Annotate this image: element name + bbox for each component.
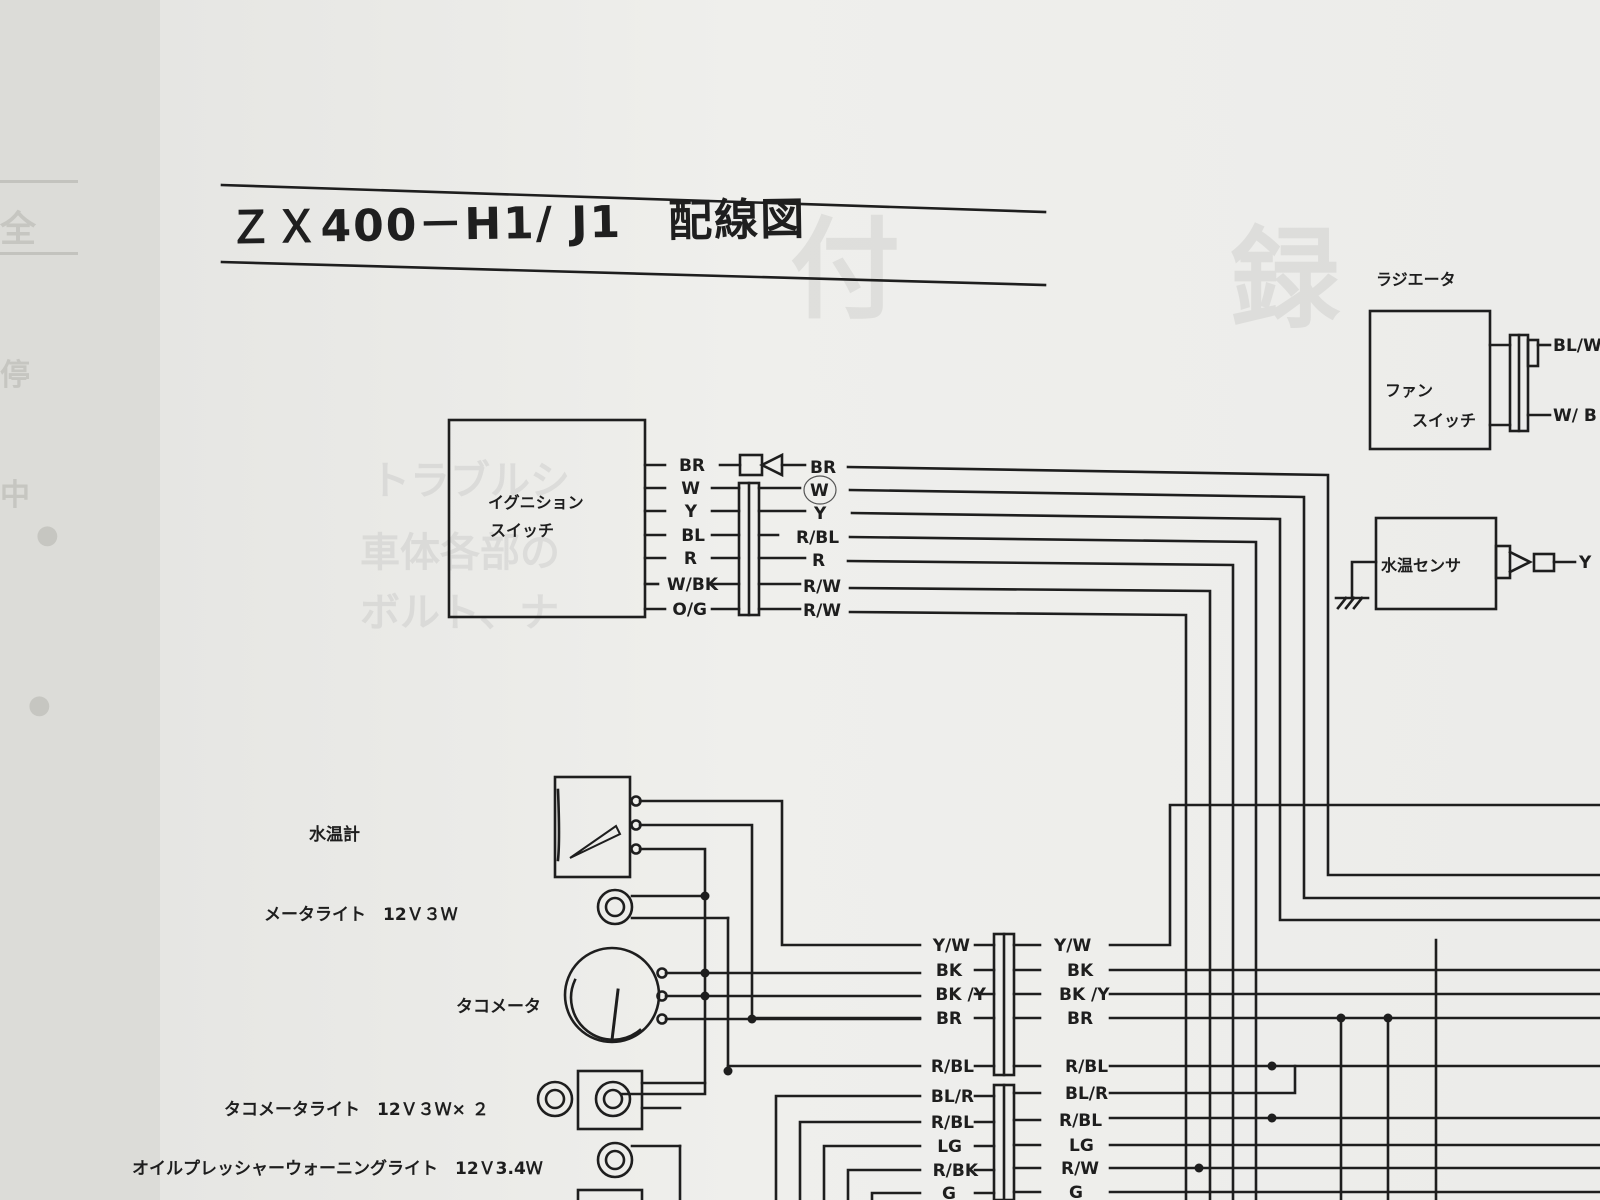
wire-label: G bbox=[942, 1184, 956, 1200]
ignition-switch-box bbox=[447, 418, 647, 619]
left-page-bullet: ● bbox=[36, 520, 59, 550]
meter-left-labels: Y/W BK BK /Y BR R/BL BL/R R/BL LG R/BK G bbox=[931, 936, 987, 1200]
tachometer-label: タコメータ bbox=[456, 997, 541, 1017]
meter-light-label: メータライト 12Ｖ３Ｗ bbox=[264, 905, 458, 925]
water-temp-gauge-needle bbox=[556, 788, 622, 862]
wire-label: R/BK bbox=[933, 1161, 979, 1181]
title-rule-bottom bbox=[220, 260, 1047, 287]
lower-left-wires bbox=[774, 1094, 922, 1200]
wire-label: Y/W bbox=[932, 936, 971, 956]
left-page: 全 停 中 ● ● bbox=[0, 0, 162, 1200]
ignition-left-wires bbox=[710, 486, 741, 611]
tacho-light-label: タコメータライト 12Ｖ３Ｗ× ２ bbox=[224, 1100, 489, 1120]
wire-label: R/W bbox=[803, 577, 841, 597]
wire-label: R/W bbox=[1061, 1159, 1099, 1179]
wire-label: R/BL bbox=[1059, 1111, 1102, 1131]
fan-switch-connector bbox=[1488, 333, 1552, 433]
left-page-glyph: 停 bbox=[0, 358, 30, 393]
fan-wire-label: W/ B bbox=[1553, 406, 1597, 426]
bleed-through-line: 車体各部の bbox=[360, 530, 560, 576]
wire-label: BR bbox=[679, 456, 705, 476]
wire-label: LG bbox=[1069, 1136, 1094, 1156]
left-page-glyph: 全 bbox=[0, 209, 37, 250]
wire-label: Y/W bbox=[1053, 936, 1092, 956]
bleed-through-large: 録 bbox=[1230, 216, 1340, 344]
bleed-through-large: 付 bbox=[790, 206, 900, 334]
wire-label: R/BL bbox=[1065, 1057, 1108, 1077]
meter-light-bulb bbox=[596, 888, 922, 1068]
wire-label: R/BL bbox=[931, 1057, 974, 1077]
left-page-rule bbox=[0, 252, 78, 255]
water-temp-sensor-connector bbox=[1350, 544, 1577, 600]
water-temp-gauge-box bbox=[553, 775, 632, 879]
meter-connector-upper bbox=[992, 932, 1016, 1077]
wire-label: LG bbox=[937, 1137, 962, 1157]
wire-label: W bbox=[681, 479, 700, 499]
wire-label: W/BK bbox=[667, 575, 719, 595]
ignition-right-stubs bbox=[757, 486, 807, 611]
ignition-switch-label-line1: イグニション bbox=[488, 493, 584, 512]
wire-label: BK /Y bbox=[935, 985, 986, 1005]
wire-label: R/W bbox=[803, 601, 841, 621]
wire-label: BK bbox=[936, 961, 963, 981]
fan-switch-box bbox=[1368, 309, 1492, 451]
left-page-rule bbox=[0, 180, 78, 183]
wire-label: G bbox=[1069, 1183, 1083, 1200]
wire-label: R bbox=[684, 549, 697, 569]
wire-label: R/BL bbox=[931, 1113, 974, 1133]
wire-label: BL/R bbox=[931, 1087, 974, 1107]
ignition-switch-label-line2: スイッチ bbox=[490, 521, 554, 540]
left-page-glyph: 中 bbox=[0, 478, 30, 513]
wire-label: BL bbox=[681, 526, 705, 546]
wire-label: Y bbox=[684, 502, 698, 522]
water-temp-sensor-label: 水温センサ bbox=[1381, 556, 1462, 575]
wire-label: BK /Y bbox=[1059, 985, 1110, 1005]
water-temp-gauge-label: 水温計 bbox=[309, 825, 360, 845]
wire-label: R bbox=[812, 551, 825, 571]
gauge-wires bbox=[620, 799, 922, 1096]
ignition-switch-label: イグニション スイッチ bbox=[488, 493, 584, 540]
tacho-light-bulbs bbox=[536, 1069, 707, 1131]
ignition-right-labels: BR W Y R/BL R R/W R/W bbox=[796, 458, 841, 621]
wire-label: BL/R bbox=[1065, 1084, 1108, 1104]
wire-label: O/G bbox=[672, 600, 707, 620]
fan-switch-label-line1: ファン bbox=[1385, 381, 1433, 400]
bleed-through-line: トラブルシ bbox=[370, 458, 570, 504]
wire-label: W bbox=[810, 481, 829, 501]
harness-wires-meter bbox=[1108, 803, 1600, 1200]
fan-wire-label: BL/W bbox=[1553, 336, 1600, 356]
wire-label: BR bbox=[936, 1009, 962, 1029]
meter-right-labels: Y/W BK BK /Y BR R/BL BL/R R/BL LG R/W G bbox=[1053, 936, 1110, 1200]
meter-connector-stubs bbox=[973, 943, 1042, 1195]
oil-light-label: オイルプレッシャーウォーニングライト 12Ｖ3.4Ｗ bbox=[132, 1159, 543, 1179]
tachometer-dial bbox=[563, 946, 922, 1044]
oil-light-bulb bbox=[576, 1141, 682, 1200]
wire-label: Y bbox=[813, 504, 827, 524]
wire-label: BR bbox=[810, 458, 836, 478]
junction-dots bbox=[700, 891, 1393, 1173]
bleed-through-line: ボルト、ナ bbox=[360, 590, 560, 636]
wire-label: BK bbox=[1067, 961, 1094, 981]
ignition-left-labels: BR W Y BL R W/BK O/G bbox=[667, 456, 719, 620]
pencil-mark bbox=[803, 475, 837, 505]
radiator-label: ラジエータ bbox=[1376, 270, 1456, 289]
sensor-wire-label: Y bbox=[1578, 553, 1592, 573]
left-page-bullet: ● bbox=[28, 690, 51, 720]
wire-label: BR bbox=[1067, 1009, 1093, 1029]
ignition-connector bbox=[718, 452, 807, 617]
harness-wires-ignition bbox=[846, 465, 1600, 1200]
meter-connector-lower bbox=[992, 1083, 1016, 1200]
fan-switch-label-line2: スイッチ bbox=[1412, 411, 1476, 430]
wire-label: R/BL bbox=[796, 528, 839, 548]
title-rule-top bbox=[220, 183, 1047, 214]
ground-symbol bbox=[1334, 596, 1370, 610]
ignition-pins bbox=[643, 463, 667, 611]
